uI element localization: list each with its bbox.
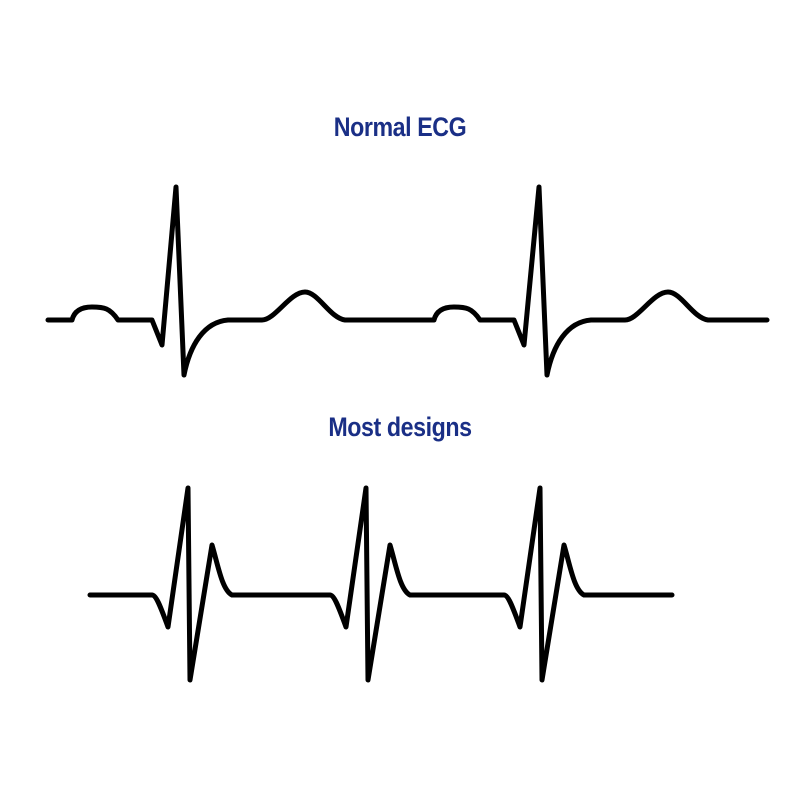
normal-ecg-waveform [45,184,770,378]
title-normal-ecg: Normal ECG [333,112,467,142]
title-most-designs: Most designs [328,412,472,442]
most-designs-waveform [87,485,675,683]
